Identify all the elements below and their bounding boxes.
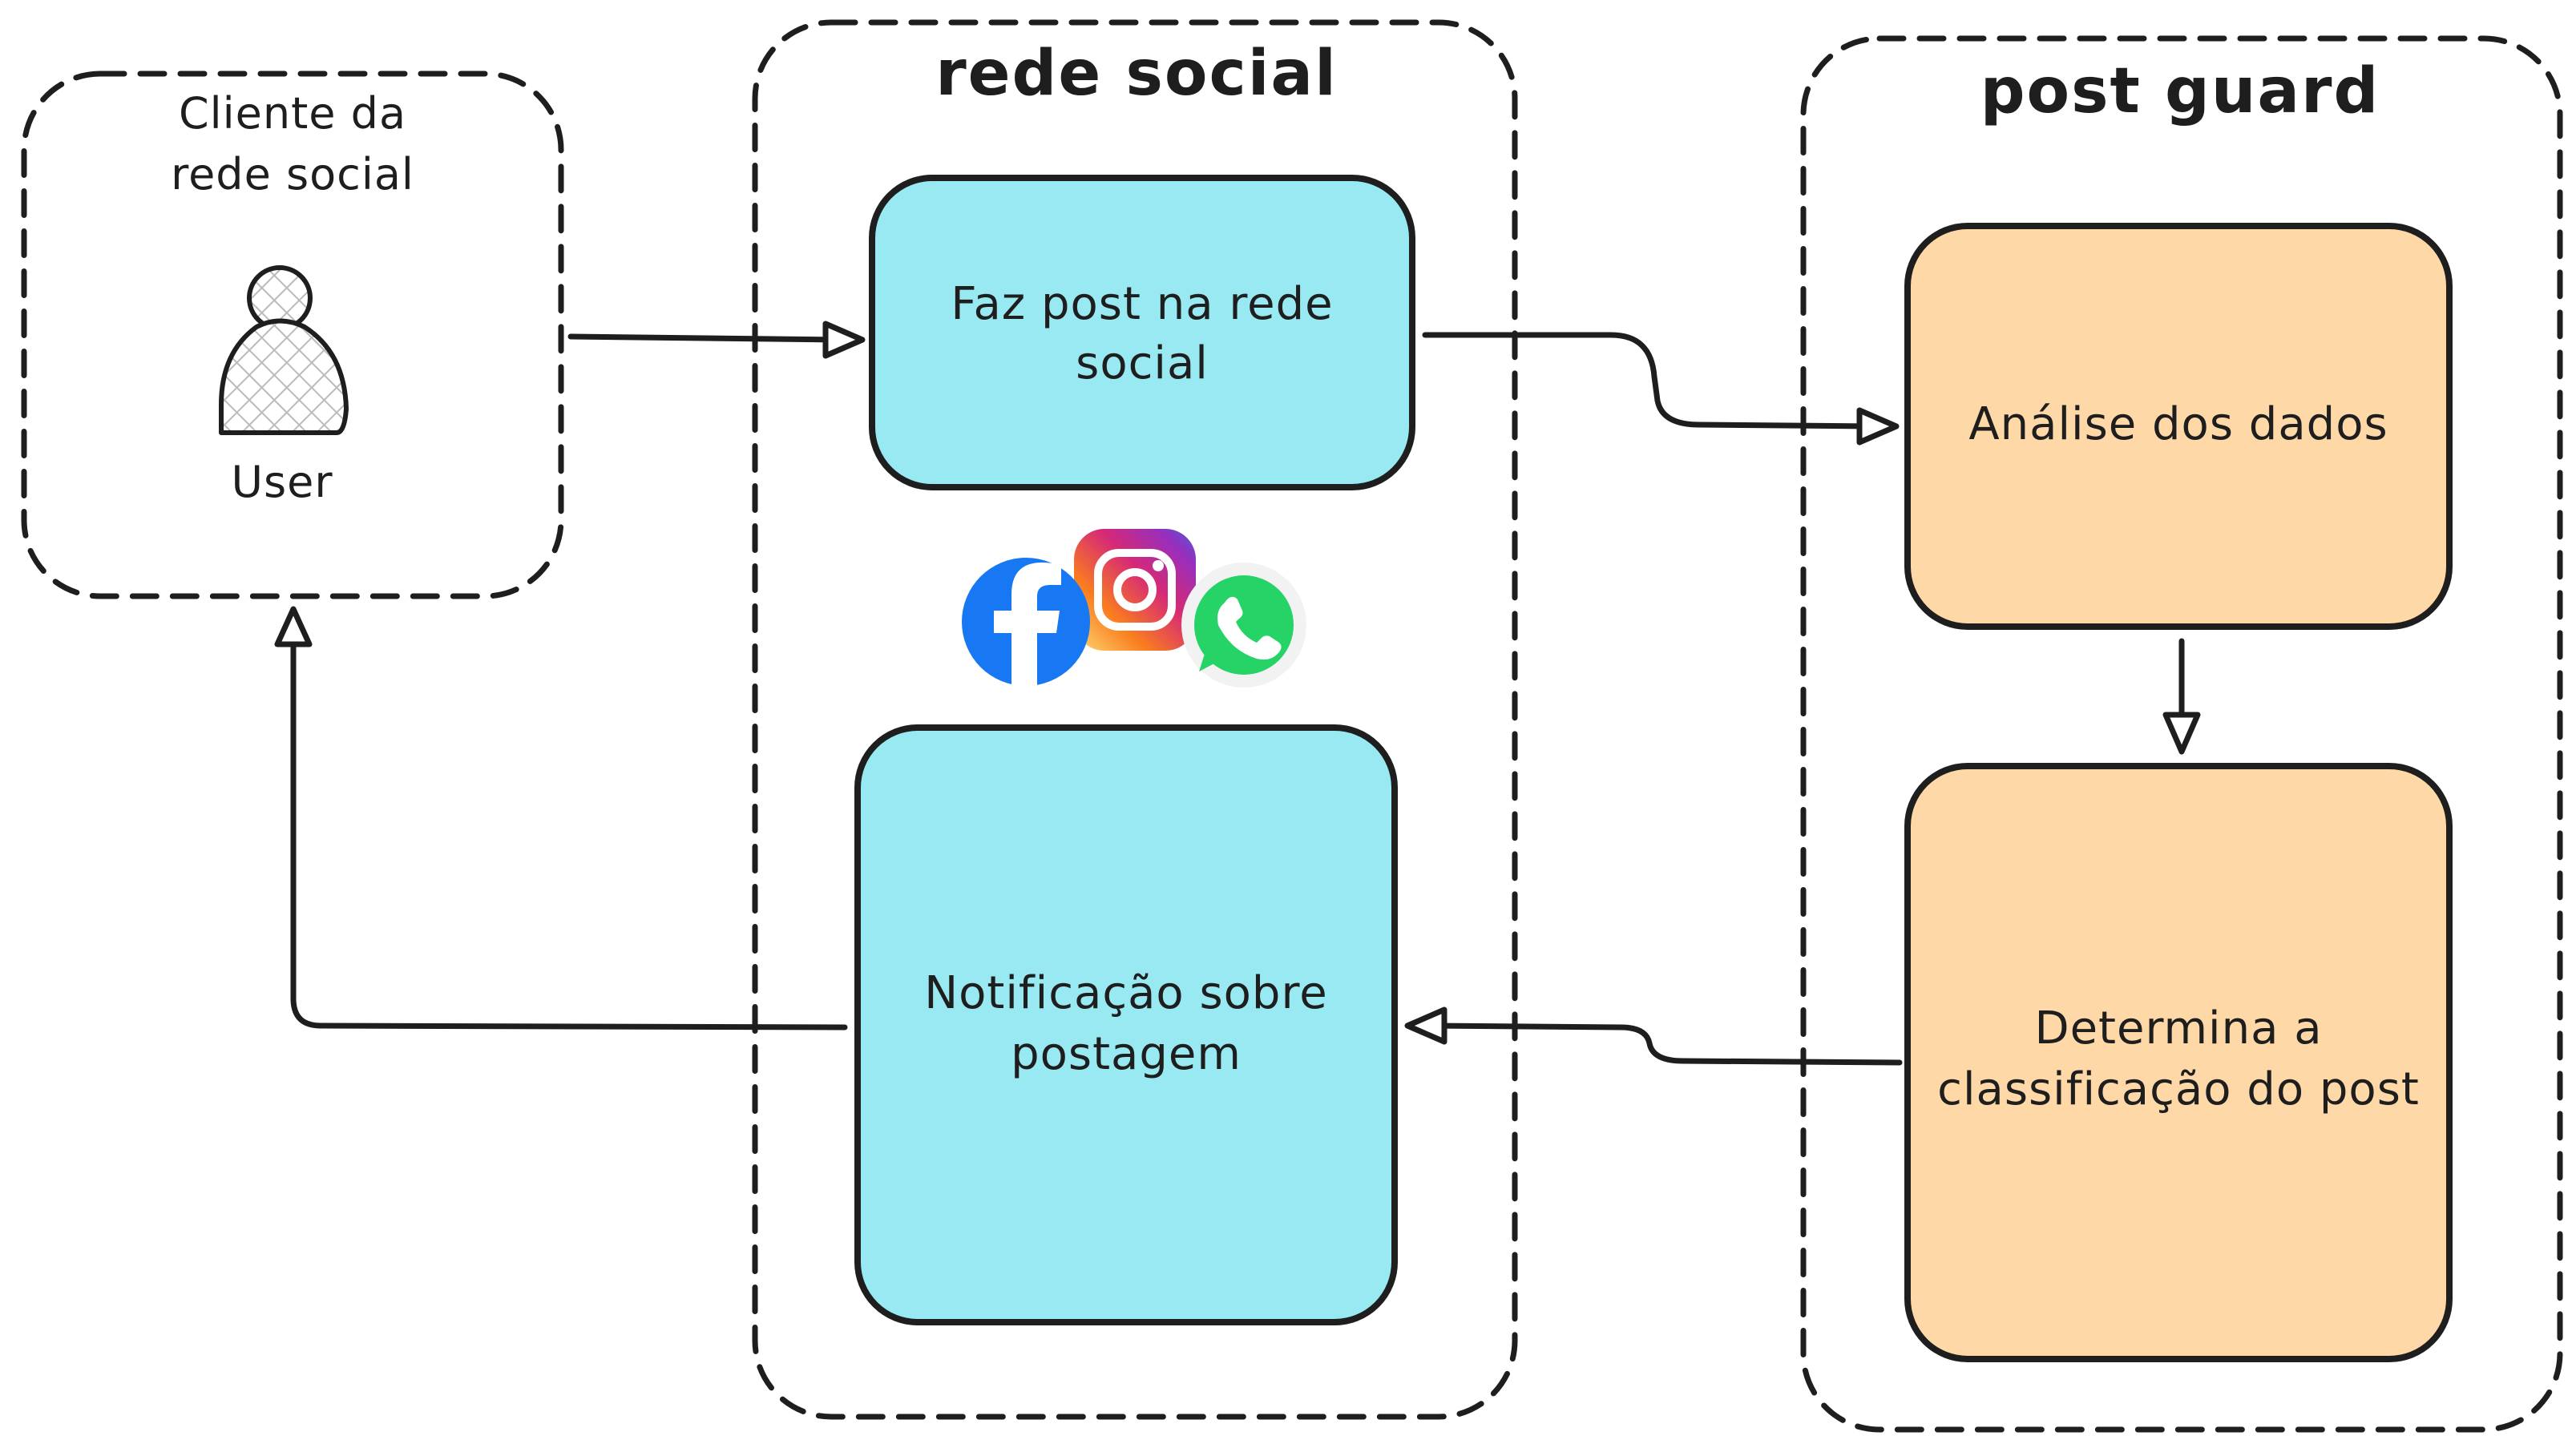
node-faz-post-box[interactable] — [869, 175, 1415, 490]
edge-post-to-analise — [1422, 332, 1900, 446]
node-notificacao-line1: Notificação sobre — [924, 967, 1327, 1019]
facebook-icon — [962, 558, 1090, 686]
node-notificacao-box[interactable] — [854, 724, 1398, 1325]
client-group-title-line2: rede social — [171, 149, 414, 200]
node-notificacao-line2: postagem — [1011, 1028, 1242, 1080]
node-classificacao-line1: Determina a — [2034, 1002, 2322, 1055]
node-faz-post-line2: social — [1076, 337, 1209, 389]
client-group: Cliente da rede social User — [21, 71, 564, 599]
node-faz-post[interactable]: Faz post na rede social — [869, 175, 1415, 490]
node-analise-box[interactable] — [1904, 223, 2453, 630]
user-label: User — [231, 457, 333, 507]
social-icons — [962, 529, 1306, 688]
edge-notificacao-to-user — [274, 606, 848, 1031]
node-analise[interactable]: Análise dos dados — [1904, 223, 2453, 630]
node-classificacao-line2: classificação do post — [1937, 1063, 2420, 1115]
whatsapp-icon — [1181, 563, 1306, 688]
node-analise-line1: Análise dos dados — [1968, 398, 2388, 450]
guard-group-title: post guard — [1980, 55, 2380, 127]
edge-analise-to-classificacao — [2162, 638, 2201, 755]
node-classificacao-box[interactable] — [1904, 763, 2453, 1362]
guard-group: post guard — [1800, 35, 2563, 1433]
instagram-icon — [1074, 529, 1196, 651]
user-icon — [219, 265, 349, 435]
client-group-title-line1: Cliente da — [179, 88, 406, 139]
social-group: rede social — [752, 19, 1518, 1420]
node-classificacao[interactable]: Determina a classificação do post — [1904, 763, 2453, 1362]
node-notificacao[interactable]: Notificação sobre postagem — [854, 724, 1398, 1325]
edge-user-to-post — [567, 321, 866, 359]
social-group-title: rede social — [935, 38, 1338, 110]
edge-classificacao-to-notificacao — [1404, 1006, 1903, 1066]
node-faz-post-line1: Faz post na rede — [951, 278, 1333, 330]
